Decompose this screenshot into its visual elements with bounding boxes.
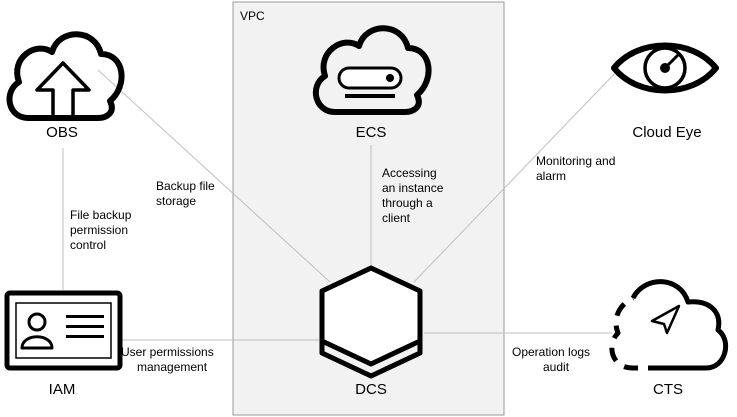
cts-label: CTS [653, 381, 683, 398]
cloud-upload-icon [6, 31, 125, 121]
edge-label-obs-iam: File backup permission control [70, 208, 135, 252]
cloud-server-icon [313, 25, 432, 115]
vpc-label: VPC [240, 9, 265, 23]
edge-eye-dcs [413, 67, 621, 283]
cloud-send-icon [609, 279, 729, 371]
edge-obs-dcs [97, 69, 331, 283]
iam-label: IAM [49, 381, 76, 398]
edge-label-obs-dcs: Backup file storage [156, 179, 218, 208]
edge-label-cts-dcs: Operation logs audit [512, 345, 593, 374]
ecs-label: ECS [356, 124, 387, 141]
edge-label-iam-dcs: User permissions management [121, 345, 217, 374]
cloud-eye-label: Cloud Eye [632, 124, 701, 141]
eye-icon [611, 42, 719, 94]
edge-label-eye-dcs: Monitoring and alarm [536, 154, 619, 183]
hexagon-stack-icon [319, 265, 423, 379]
edge-label-ecs-dcs: Accessing an instance through a client [382, 166, 447, 225]
dcs-label: DCS [355, 381, 387, 398]
id-card-icon [4, 290, 123, 371]
obs-label: OBS [46, 124, 78, 141]
